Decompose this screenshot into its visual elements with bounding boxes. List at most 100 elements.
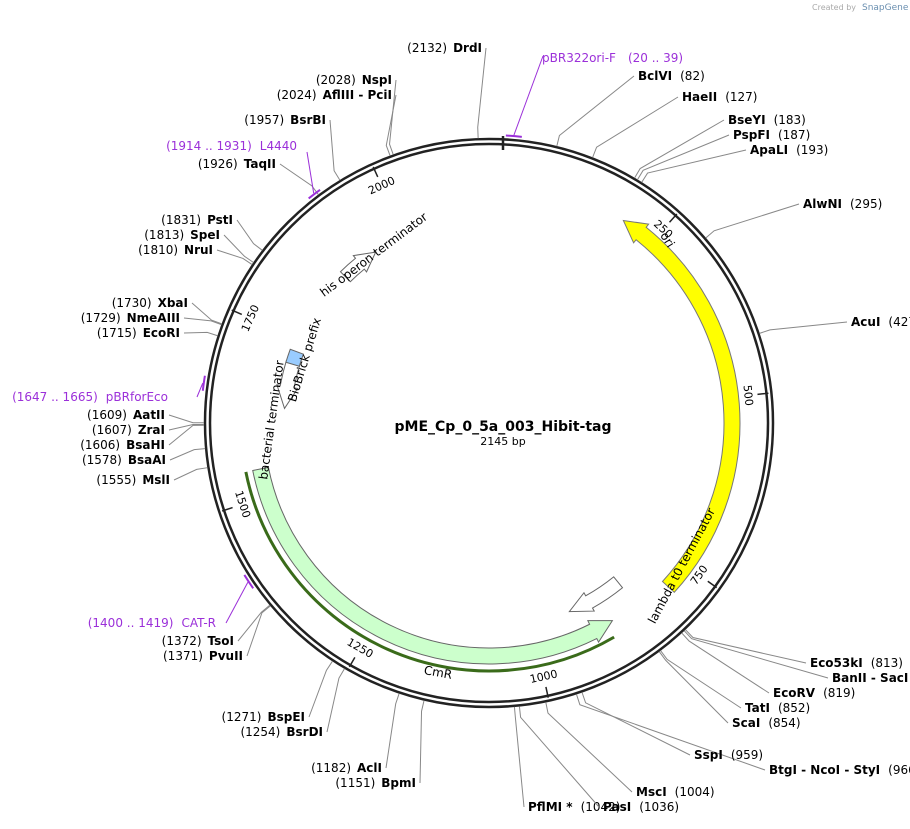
site-bseyi: BseYI(183) <box>634 113 806 179</box>
site-pos-acli: (1182) <box>311 761 351 775</box>
site-leader-tati <box>660 650 742 709</box>
primer-range-cat-r: (1400 .. 1419) <box>88 616 174 630</box>
site-name-pflmi: PflMI * <box>528 800 573 814</box>
site-pos-ecorv: (819) <box>823 686 855 700</box>
site-pos-bsrdi: (1254) <box>240 725 280 739</box>
site-leader-acui <box>759 321 848 334</box>
primer-cat-r: CAT-R(1400 .. 1419) <box>88 574 255 630</box>
site-name-pasi: PasI <box>603 800 631 814</box>
primer-range-l4440: (1914 .. 1931) <box>166 139 252 153</box>
site-name-bclvi: BclVI <box>638 69 672 83</box>
site-pos-bseyi: (183) <box>774 113 806 127</box>
site-leader-bseyi <box>634 119 725 179</box>
site-pos-bclvi: (82) <box>680 69 705 83</box>
site-leader-bsahi <box>168 424 205 446</box>
site-pos-bsaai: (1578) <box>82 453 122 467</box>
site-name-bspei: BspEI <box>267 710 305 724</box>
site-leader-nrui <box>216 249 253 265</box>
site-pos-pasi: (1036) <box>639 800 679 814</box>
feature-his-operon-terminator <box>339 251 377 283</box>
site-name-nmeaiii: NmeAIII <box>127 311 180 325</box>
site-pasi: PasI (1036) <box>518 706 679 814</box>
site-leader-bsrdi <box>326 668 345 733</box>
site-leader-bclvi <box>556 75 635 147</box>
site-name-psti: PstI <box>207 213 233 227</box>
feature-label-lambda-t0-terminator: lambda t0 terminator <box>645 506 718 626</box>
site-pos-tsoi: (1372) <box>162 634 202 648</box>
site-pos-drdi: (2132) <box>407 41 447 55</box>
site-name-drdi: DrdI <box>453 41 482 55</box>
site-xbai: XbaI(1730) <box>112 296 222 325</box>
site-name-acli: AclI <box>357 761 382 775</box>
site-name-pspfi: PspFI <box>733 128 770 142</box>
site-leader-pasi <box>518 706 600 808</box>
site-name-spei: SpeI <box>190 228 220 242</box>
site-ecorv: EcoRV (819) <box>681 632 855 700</box>
site-leader-eco53ki <box>685 629 807 664</box>
site-pos-zrai: (1607) <box>92 423 132 437</box>
site-leader-bpmi <box>419 700 425 784</box>
site-nrui: NruI(1810) <box>138 243 253 265</box>
site-bspei: BspEI (1271) <box>222 660 333 724</box>
site-pos-aatii: (1609) <box>87 408 127 422</box>
site-leader-bspei <box>308 660 333 718</box>
site-nspi: NspI(2028) <box>316 73 397 155</box>
site-pspfi: PspFI (187) <box>636 128 810 180</box>
primer-name-pbrforeco: pBRforEco <box>106 390 168 404</box>
feature-ori <box>622 219 741 594</box>
cmr-orf-line <box>244 471 615 673</box>
sites-layer: DrdI(2132)NspI(2028)AflIII - PciI(2024)B… <box>80 41 910 814</box>
site-pos-pflmi: (1042) <box>581 800 621 814</box>
site-leader-aatii <box>168 414 205 424</box>
site-leader-btgi-ncoi-styi <box>575 694 766 771</box>
site-pos-bsahi: (1606) <box>80 438 120 452</box>
site-bsrbi: BsrBI(1957) <box>244 113 341 181</box>
site-pos-msci: (1004) <box>675 785 715 799</box>
site-sspi: SspI(959) <box>581 692 763 762</box>
site-leader-sspi <box>581 692 691 756</box>
site-name-tsoi: TsoI <box>208 634 234 648</box>
site-leader-xbai <box>191 302 222 325</box>
site-msci: MscI(1004) <box>545 702 715 799</box>
primer-pbrforeco: pBRforEco (1647 .. 1665) <box>12 375 206 404</box>
site-pos-pspfi: (187) <box>778 128 810 142</box>
site-name-bsrdi: BsrDI <box>286 725 323 739</box>
site-btgi-ncoi-styi: BtgI - NcoI - StyI(966) <box>575 694 910 777</box>
site-pvuii: PvuII(1371) <box>163 605 271 663</box>
site-pos-haeii: (127) <box>725 90 757 104</box>
site-pos-acui: (427) <box>888 315 910 329</box>
site-name-zrai: ZraI <box>138 423 165 437</box>
site-leader-psti <box>236 219 263 251</box>
tick-mark-250 <box>668 213 678 223</box>
primer-arc-l4440 <box>308 188 321 200</box>
site-name-acui: AcuI <box>851 315 880 329</box>
tick-mark-1250 <box>348 656 356 668</box>
feature-cmr <box>252 466 614 665</box>
site-pos-taqii: (1926) <box>198 157 238 171</box>
site-acui: AcuI (427) <box>759 315 910 334</box>
tick-mark-500 <box>757 392 769 396</box>
site-pos-ecori: (1715) <box>97 326 137 340</box>
primers-layer: pBR322ori-F(20 .. 39)L4440(1914 .. 1931)… <box>12 51 683 630</box>
site-name-nrui: NruI <box>184 243 213 257</box>
plasmid-length: 2145 bp <box>480 435 525 448</box>
site-eco53ki: Eco53kI(813) <box>685 629 903 670</box>
plasmid-name: pME_Cp_0_5a_003_Hibit-tag <box>395 419 612 435</box>
primer-range-pbrforeco: (1647 .. 1665) <box>12 390 98 404</box>
site-leader-pspfi <box>636 134 730 180</box>
site-pos-apali: (193) <box>796 143 828 157</box>
site-acli: AclI (1182) <box>311 693 400 775</box>
site-leader-acli <box>385 693 400 769</box>
site-name-banii-saci: BanII - SacI <box>832 671 908 685</box>
site-name-ecorv: EcoRV <box>773 686 816 700</box>
tick-label-2000: 2000 <box>366 174 397 197</box>
site-name-haeii: HaeII <box>682 90 717 104</box>
site-leader-banii-saci <box>683 630 829 679</box>
site-pos-psti: (1831) <box>161 213 201 227</box>
site-pos-sspi: (959) <box>731 748 763 762</box>
site-pos-bspei: (1271) <box>222 710 262 724</box>
site-pos-nmeaiii: (1729) <box>81 311 121 325</box>
site-leader-msci <box>545 702 633 793</box>
site-drdi: DrdI (2132) <box>407 41 487 139</box>
tick-mark-1500 <box>221 506 233 512</box>
